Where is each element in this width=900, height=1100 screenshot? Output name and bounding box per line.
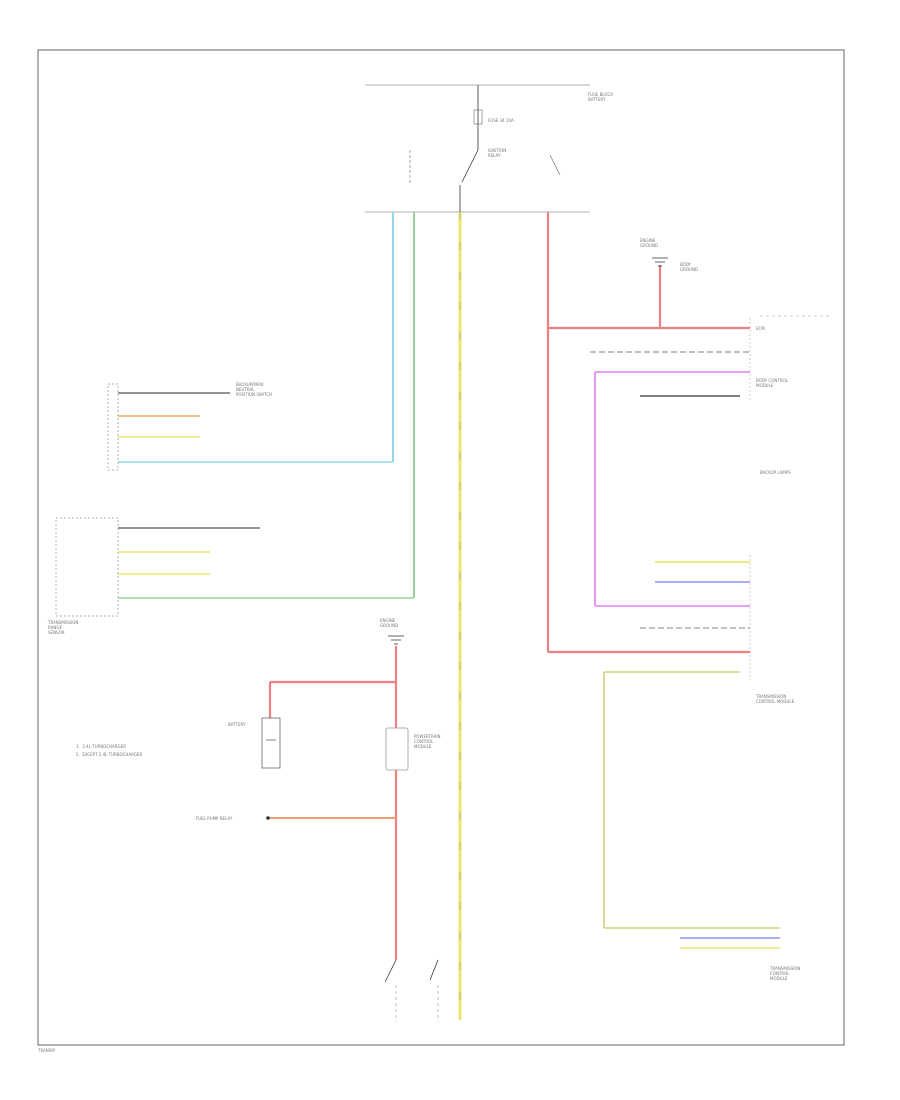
ground-mid-icon — [388, 635, 404, 645]
fuse-block-label: FUSE BLOCK BATTERY — [588, 92, 613, 102]
switch-bottom-right — [429, 959, 439, 981]
module-left-lower-label: TRANSMISSION RANGE SENSOR — [48, 620, 79, 635]
ignition-relay-label: IGNITION RELAY — [488, 148, 507, 158]
ground-mid-label: ENGINE GROUND — [380, 618, 399, 628]
battery-symbol — [261, 717, 281, 769]
switch-bottom-left — [384, 959, 397, 983]
corner-tag: TRANSM — [38, 1048, 55, 1053]
module-bottom-right-label: TRANSMISSION CONTROL MODULE — [770, 966, 801, 981]
lamp-right-label: BACKUP LAMPS — [760, 470, 791, 475]
ground-right-label: BODY GROUND — [680, 262, 699, 272]
ground-top-label: ENGINE GROUND — [640, 238, 659, 248]
relay-aux-line — [549, 154, 561, 176]
module-left-upper-box — [107, 383, 119, 471]
module-left-lower-box — [55, 517, 119, 617]
connector-dot-orange — [266, 816, 270, 820]
ignition-switch-arm — [461, 149, 479, 183]
tcm-right-label: TRANSMISSION CONTROL MODULE — [756, 694, 795, 704]
ground-right-icon — [652, 257, 668, 267]
pcm-box — [385, 727, 409, 771]
module-left-upper-label: BACKUP/PARK NEUTRAL POSITION SWITCH — [236, 382, 272, 397]
fuse-top-symbol — [473, 109, 483, 125]
battery-label: BATTERY — [228, 722, 246, 727]
fuel-pump-label: FUEL PUMP RELAY — [196, 816, 233, 821]
fuse-top-label: FUSE 34 10A — [488, 118, 514, 123]
bcm-right-label: BODY CONTROL MODULE — [756, 378, 788, 388]
diagram-frame — [37, 49, 845, 1046]
legend-item-2: 2. EXCEPT 2.4L TURBOCHARGER — [76, 752, 143, 757]
ecm-right-label: ECM — [756, 326, 765, 331]
pcm-label: POWERTRAIN CONTROL MODULE — [414, 734, 441, 749]
legend-item-1: 1. 2.4L TURBOCHARGER — [76, 744, 126, 749]
